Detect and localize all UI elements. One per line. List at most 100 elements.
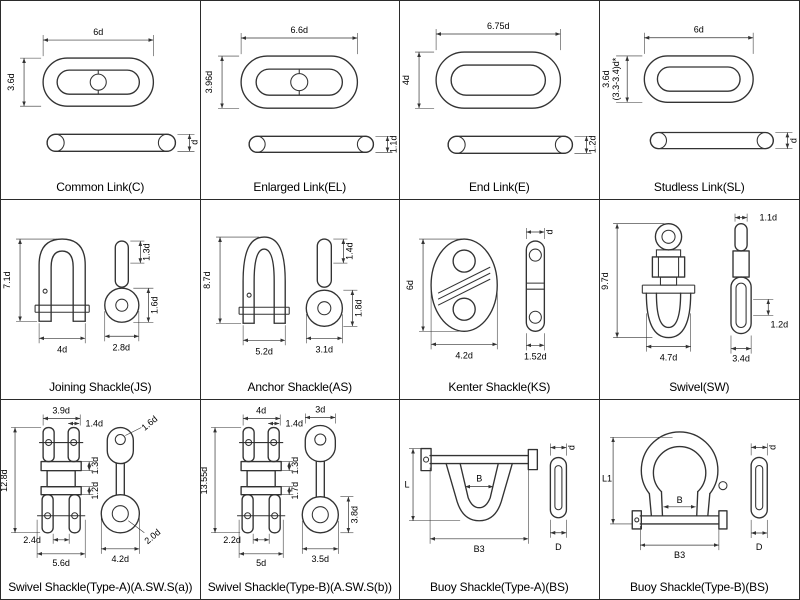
dim-label-bar: d [189, 140, 199, 145]
dim-label-bar: 1.2d [587, 136, 597, 154]
dim-label-side-diag: 2.0d [143, 527, 163, 546]
dim-label-height: 3.96d [204, 71, 214, 94]
dim-label-side-bottom: D [555, 541, 562, 551]
dim-label-top2: 1.4d [85, 418, 103, 428]
dim-label-mid1: 1.3d [90, 456, 100, 474]
dim-label-side-bottom: 1.52d [524, 352, 547, 362]
dim-label-side-mid: 1.8d [353, 300, 363, 318]
dim-label-side-bottom: 4.2d [112, 554, 130, 564]
dim-label-side-bottom: 2.8d [113, 343, 131, 353]
cell-swivel: 9.7d 4.7d 1.1d 1.2d 3.4d [599, 200, 799, 400]
dim-label-height-range: (3.3-3.4)d* [611, 57, 621, 100]
front-view [430, 238, 498, 333]
dim-label-mid1: 1.3d [290, 456, 300, 474]
side-view [447, 135, 574, 155]
caption-end-link: End Link(E) [469, 180, 530, 195]
dimensions: L1 B B3 d D [602, 436, 777, 560]
side-view [729, 223, 752, 335]
caption-studless-link: Studless Link(SL) [653, 180, 745, 195]
dim-label-height: 12.8d [1, 469, 9, 492]
studless-link-drawing: 6d 3.6d (3.3-3.4)d* d [601, 25, 798, 150]
side-view [525, 240, 546, 333]
front-view [641, 223, 695, 339]
dim-label-side-bottom: 3.5d [311, 554, 329, 564]
front-view [236, 426, 285, 534]
joining-shackle-drawing: 7.1d 4d 1.3d 1.6d 2.8d [2, 238, 159, 355]
enlarged-link-drawing: 6.6d 3.96d 1.1d [204, 25, 398, 154]
swivel-drawing: 9.7d 4.7d 1.1d 1.2d 3.4d [600, 213, 788, 364]
dim-label-height: 3.6d [601, 70, 611, 88]
dim-label-bar: 1.1d [388, 136, 398, 154]
dim-label-side-top: 1.6d [140, 413, 160, 432]
dimensions: 6d 4.2d d 1.52d [405, 228, 554, 362]
caption-swivel-shackle-a: Swivel Shackle(Type-A)(A.SW.S(a)) [8, 579, 193, 594]
dimensions: L B B3 d D [405, 443, 576, 553]
cell-studless-link: 6d 3.6d (3.3-3.4)d* d Studless Link(SL) [599, 1, 799, 201]
dim-label-side-mid: 1.2d [770, 320, 788, 330]
caption-enlarged-link: Enlarged Link(EL) [253, 180, 347, 195]
dimensions: 6d 3.6d d [6, 27, 199, 152]
side-view [301, 424, 339, 534]
dim-label-bottom1: 2.2d [223, 534, 241, 544]
caption-swivel: Swivel(SW) [669, 379, 730, 394]
cell-anchor-shackle: 8.7d 5.2d 1.4d 1.8d 3.1d [200, 200, 400, 400]
dim-label-height: L [405, 479, 410, 489]
dimensions: 4d 1.4d 13.55d 1.3d 1.7d 2.2d 5d [201, 404, 359, 567]
dim-label-height: 4d [401, 75, 411, 85]
front-view [239, 55, 358, 109]
anchor-shackle-drawing: 8.7d 5.2d 1.4d 1.8d 3.1d [202, 236, 363, 357]
dim-label-bottom1: 2.4d [23, 534, 41, 544]
dim-label-top2: 1.4d [285, 418, 303, 428]
dim-label-width: 6d [693, 25, 703, 35]
dim-label-inner-width: B [676, 494, 682, 504]
dim-label-width: 4.7d [659, 353, 677, 363]
dim-label-width: 4.2d [455, 351, 473, 361]
caption-buoy-shackle-a: Buoy Shackle(Type-A)(BS) [429, 579, 569, 594]
dim-label-mid2: 1.7d [290, 482, 300, 500]
dim-label-height: 13.55d [201, 467, 209, 495]
dimensions: 9.7d 4.7d 1.1d 1.2d 3.4d [600, 213, 788, 364]
front-view [631, 430, 728, 530]
dim-label-side-top: d [544, 230, 554, 235]
dimensions: 6d 3.6d (3.3-3.4)d* d [601, 25, 798, 149]
front-view [42, 57, 155, 107]
cell-kenter-shackle: 6d 4.2d d 1.52d [400, 200, 600, 400]
dim-label-bottom2: 5.6d [52, 558, 70, 568]
dim-label-bar: d [788, 138, 798, 143]
front-view [238, 236, 290, 325]
dimensions: 3.9d 1.4d 12.8d 1.3d 1.2d 2.4d 5.6d [1, 405, 162, 567]
dim-label-side-top: 1.4d [344, 243, 354, 261]
end-link-drawing: 6.75d 4d 1.2d [401, 21, 597, 155]
dimensions: 7.1d 4d 1.3d 1.6d 2.8d [2, 239, 159, 355]
swivel-shackle-a-drawing: 3.9d 1.4d 12.8d 1.3d 1.2d 2.4d 5.6d [1, 405, 162, 567]
dim-label-height: 6d [405, 280, 415, 290]
side-view [549, 456, 568, 519]
swivel-shackle-b-drawing: 4d 1.4d 13.55d 1.3d 1.7d 2.2d 5d [201, 404, 359, 567]
caption-buoy-shackle-b: Buoy Shackle(Type-B)(BS) [629, 579, 769, 594]
dim-label-side-top: 1.1d [759, 213, 777, 223]
dim-label-side-bottom: 3.4d [732, 354, 750, 364]
side-view [100, 426, 141, 534]
caption-joining-shackle: Joining Shackle(JS) [49, 379, 152, 394]
dim-label-height: 7.1d [2, 272, 12, 290]
cell-end-link: 6.75d 4d 1.2d End Link(E) [400, 1, 600, 201]
caption-kenter-shackle: Kenter Shackle(KS) [448, 379, 551, 394]
cell-swivel-shackle-b: 4d 1.4d 13.55d 1.3d 1.7d 2.2d 5d [200, 399, 400, 599]
side-view [46, 133, 177, 152]
front-view [435, 51, 562, 109]
dimensions: 6.75d 4d 1.2d [401, 21, 597, 154]
front-view [420, 447, 539, 522]
dim-label-side-bottom: 3.1d [315, 345, 333, 355]
dim-label-inner-width: B [476, 473, 482, 483]
front-view [34, 238, 90, 323]
dim-label-side-top: 1.3d [141, 244, 151, 262]
dim-label-width: 4d [57, 345, 67, 355]
dim-label-height: 3.6d [6, 73, 16, 91]
kenter-shackle-drawing: 6d 4.2d d 1.52d [405, 228, 554, 362]
side-view [247, 135, 374, 154]
cell-joining-shackle: 7.1d 4d 1.3d 1.6d 2.8d [1, 200, 201, 400]
dim-label-mid2: 1.2d [90, 482, 100, 500]
side-view [749, 456, 768, 519]
dim-label-height: 9.7d [600, 273, 610, 291]
